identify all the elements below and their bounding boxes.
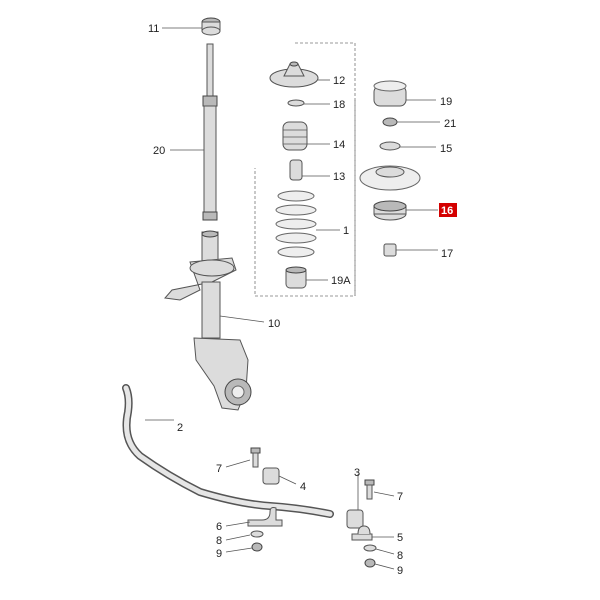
part-bolt-right [364, 479, 375, 500]
callout-10[interactable]: 10 [268, 318, 280, 330]
callout-16-highlight [439, 203, 457, 217]
part-washer-right [363, 544, 377, 552]
part-clamp-right [351, 525, 373, 541]
part-clamp-left [247, 507, 283, 527]
callout-19[interactable]: 19 [440, 96, 452, 108]
part-washer-large [379, 141, 401, 151]
part-cap [373, 80, 407, 107]
callout-8-left[interactable]: 8 [216, 535, 222, 547]
callout-21[interactable]: 21 [444, 118, 456, 130]
callout-13[interactable]: 13 [333, 171, 345, 183]
part-strut-housing [164, 230, 252, 411]
callout-4[interactable]: 4 [300, 481, 306, 493]
part-nut [382, 117, 398, 127]
part-bolt-left [250, 447, 261, 468]
callout-9-right[interactable]: 9 [397, 565, 403, 577]
part-shock-absorber [202, 43, 218, 221]
callout-11[interactable]: 11 [148, 23, 159, 35]
part-nut-left [251, 542, 263, 552]
callout-6[interactable]: 6 [216, 521, 222, 533]
callout-2[interactable]: 2 [177, 422, 183, 434]
part-nut-right [364, 558, 376, 568]
callout-15[interactable]: 15 [440, 143, 452, 155]
part-strut-bearing [373, 200, 407, 221]
part-mount-plate [359, 165, 421, 191]
callout-20[interactable]: 20 [153, 145, 165, 157]
callout-8-right[interactable]: 8 [397, 550, 403, 562]
callout-18[interactable]: 18 [333, 99, 345, 111]
callout-1[interactable]: 1 [343, 225, 349, 237]
part-bush-right [346, 509, 364, 529]
callout-16[interactable]: 16 [441, 205, 453, 217]
part-protective-sleeve [289, 159, 303, 181]
part-washer [287, 99, 305, 107]
part-bump-stop [282, 121, 308, 151]
callout-7-right[interactable]: 7 [397, 491, 403, 503]
part-spring-lower-seat [285, 266, 307, 289]
callout-7-left[interactable]: 7 [216, 463, 222, 475]
callout-19a[interactable]: 19A [331, 275, 351, 287]
callout-14[interactable]: 14 [333, 139, 345, 151]
callout-5[interactable]: 5 [397, 532, 403, 544]
leader-lines [145, 27, 440, 570]
callout-12[interactable]: 12 [333, 75, 345, 87]
part-bush-left [262, 467, 280, 485]
part-top-mount-nut [201, 17, 221, 36]
part-washer-left [250, 530, 264, 538]
callout-9-left[interactable]: 9 [216, 548, 222, 560]
part-spring-upper-seat [269, 61, 319, 88]
part-bush [383, 243, 397, 257]
callout-3[interactable]: 3 [354, 467, 360, 479]
callout-17[interactable]: 17 [441, 248, 453, 260]
part-coil-spring [275, 190, 317, 258]
